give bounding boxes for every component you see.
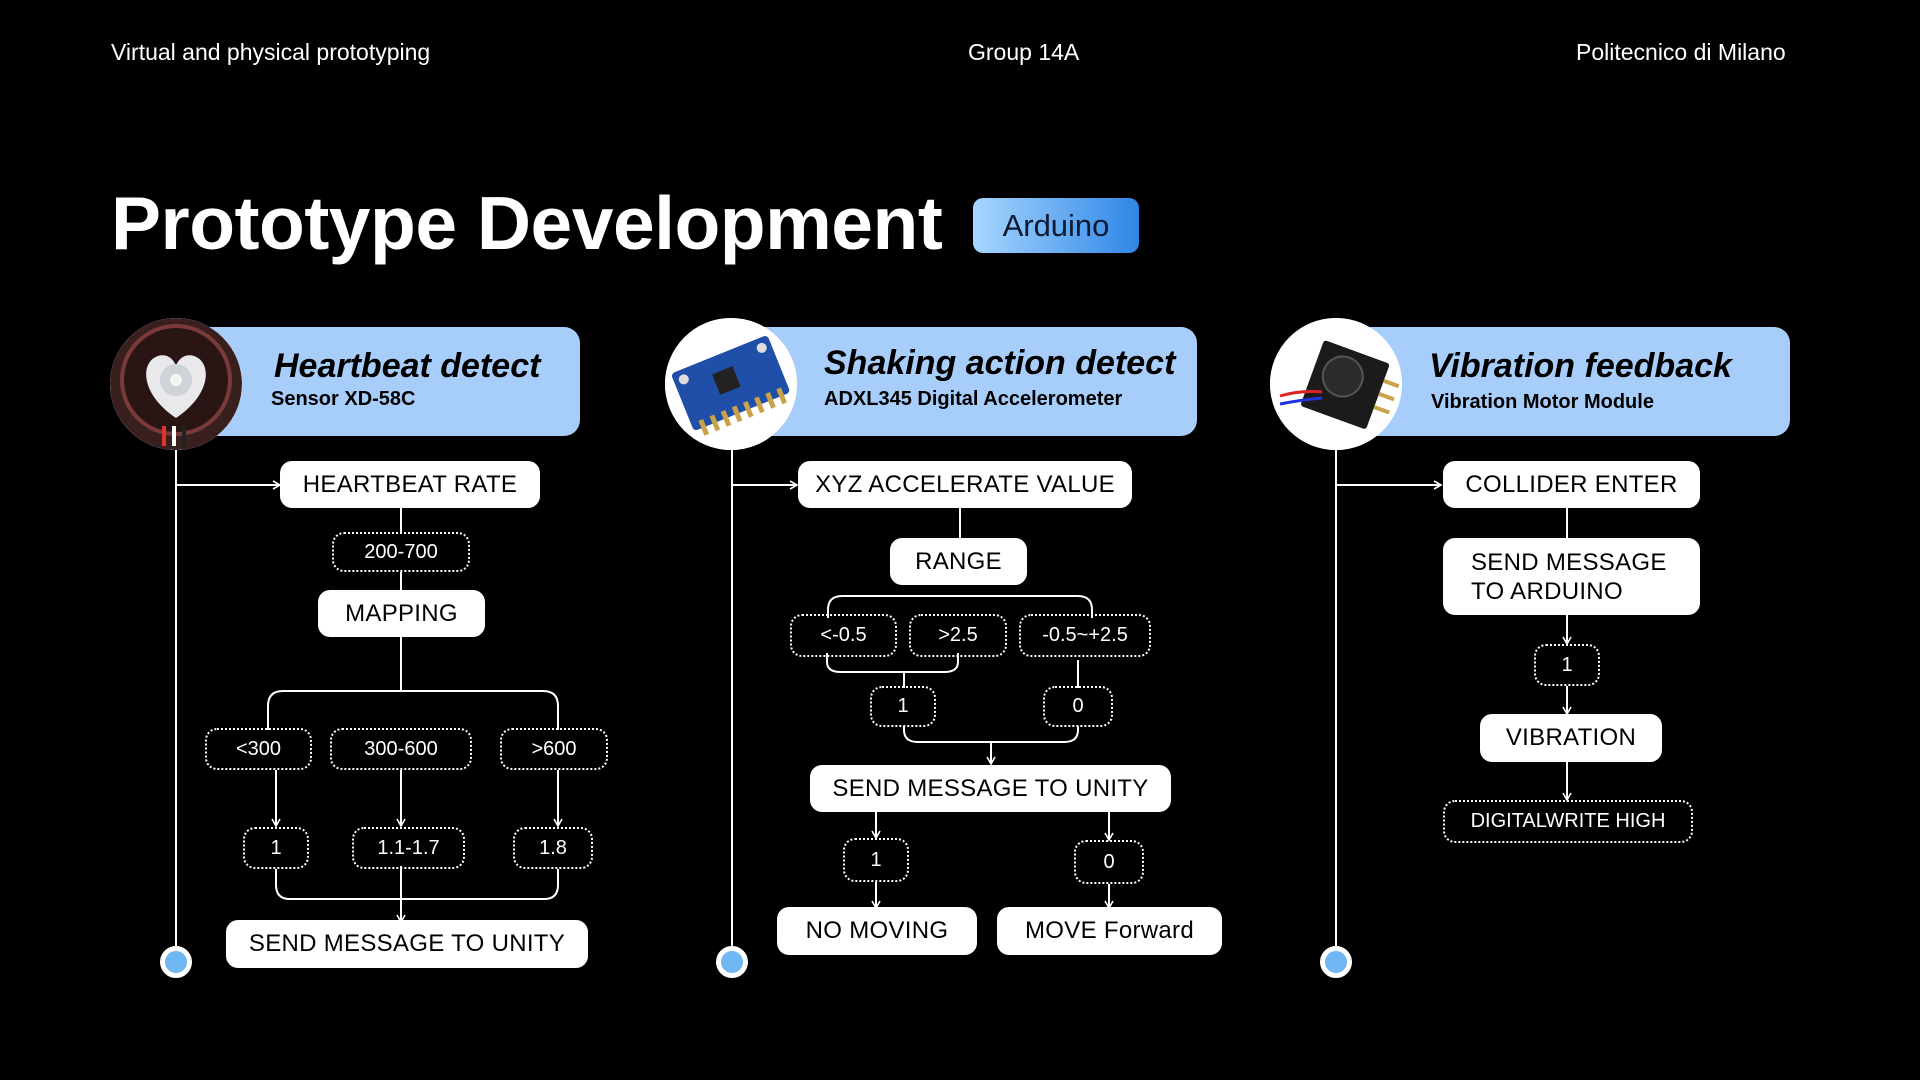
value-one-node: 1 — [870, 686, 936, 727]
condition-low: <300 — [205, 728, 312, 770]
university-label: Politecnico di Milano — [1576, 39, 1786, 65]
no-moving-node: NO MOVING — [777, 907, 977, 955]
vibration-motor-module-image — [1270, 318, 1402, 450]
page-title: Prototype Development — [111, 181, 943, 265]
move-forward-node: MOVE Forward — [997, 907, 1222, 955]
output-high: 1.8 — [513, 827, 593, 869]
range-node: RANGE — [890, 538, 1027, 585]
send-to-arduino-node: SEND MESSAGE TO ARDUINO — [1443, 538, 1700, 615]
range-node: 200-700 — [332, 532, 470, 572]
collider-enter-node: COLLIDER ENTER — [1443, 461, 1700, 508]
timeline-end-dot — [716, 946, 748, 978]
pulse-sensor-image — [110, 318, 242, 450]
arduino-tag: Arduino — [973, 198, 1139, 253]
shaking-subtitle: ADXL345 Digital Accelerometer — [824, 388, 1123, 410]
output-zero-node: 0 — [1074, 840, 1144, 884]
output-mid: 1.1-1.7 — [352, 827, 465, 869]
vibration-subtitle: Vibration Motor Module — [1431, 391, 1654, 413]
heartbeat-rate-node: HEARTBEAT RATE — [280, 461, 540, 508]
heartbeat-subtitle: Sensor XD-58C — [271, 388, 416, 410]
send-to-arduino-line2: TO ARDUINO — [1471, 577, 1623, 605]
condition-high: >600 — [500, 728, 608, 770]
shaking-title: Shaking action detect — [824, 344, 1176, 382]
send-to-arduino-line1: SEND MESSAGE — [1471, 548, 1667, 576]
condition-low: <-0.5 — [790, 614, 897, 657]
value-one-node: 1 — [1534, 644, 1600, 686]
condition-high: >2.5 — [909, 614, 1007, 657]
condition-mid: 300-600 — [330, 728, 472, 770]
condition-neutral: -0.5~+2.5 — [1019, 614, 1151, 657]
timeline-end-dot — [1320, 946, 1352, 978]
timeline-end-dot — [160, 946, 192, 978]
accelerometer-board-image — [665, 318, 797, 450]
digitalwrite-high-node: DIGITALWRITE HIGH — [1443, 800, 1693, 843]
output-one-node: 1 — [843, 838, 909, 882]
heartbeat-title: Heartbeat detect — [274, 347, 541, 385]
vibration-node: VIBRATION — [1480, 714, 1662, 762]
send-to-unity-node: SEND MESSAGE TO UNITY — [810, 765, 1171, 812]
vibration-card: Vibration feedback Vibration Motor Modul… — [1330, 327, 1790, 436]
send-to-unity-node: SEND MESSAGE TO UNITY — [226, 920, 588, 968]
mapping-node: MAPPING — [318, 590, 485, 637]
value-zero-node: 0 — [1043, 686, 1113, 727]
shaking-card: Shaking action detect ADXL345 Digital Ac… — [725, 327, 1197, 436]
group-label: Group 14A — [968, 39, 1080, 65]
output-low: 1 — [243, 827, 309, 869]
xyz-value-node: XYZ ACCELERATE VALUE — [798, 461, 1132, 508]
vibration-title: Vibration feedback — [1429, 347, 1732, 385]
course-title: Virtual and physical prototyping — [111, 39, 431, 65]
